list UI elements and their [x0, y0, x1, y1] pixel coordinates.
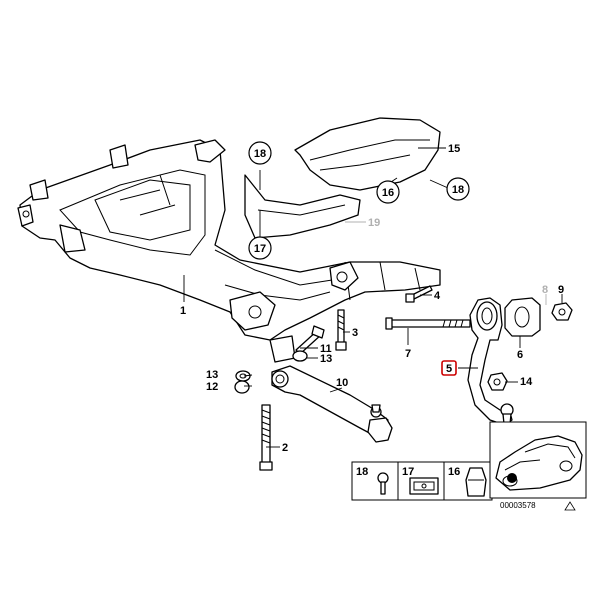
callout-7: 7 [405, 348, 411, 360]
callout-2: 2 [282, 442, 288, 454]
callout-9: 9 [558, 284, 564, 296]
callout-11: 11 [320, 343, 332, 355]
callout-10: 10 [336, 377, 348, 389]
callout-14: 14 [520, 376, 533, 388]
callout-4: 4 [434, 290, 441, 302]
callout-18b-circle: 18 [446, 177, 470, 201]
diagram-number: 00003578 [500, 501, 536, 510]
callout-5: 5 [446, 363, 452, 375]
callout-17-circle: 17 [248, 236, 272, 260]
callout-15: 15 [448, 143, 460, 155]
lower-control-arm [271, 365, 393, 443]
legend-17: 17 [402, 466, 439, 495]
callout-18a-circle: 18 [248, 141, 272, 165]
washer-12 [234, 380, 250, 394]
callout-8: 8 [542, 284, 548, 296]
warning-triangle-icon [564, 501, 576, 511]
legend-17-label: 17 [402, 466, 414, 478]
legend-16-label: 16 [448, 466, 460, 478]
control-arm-5 [467, 297, 514, 426]
callout-13-center: 13 [320, 353, 332, 365]
nut-13-left [235, 370, 251, 382]
nut-14 [487, 372, 508, 391]
callout-13-left: 13 [206, 369, 218, 381]
bolt-2 [259, 404, 273, 471]
callout-16-circle: 16 [376, 180, 400, 204]
subframe [17, 139, 441, 363]
callout-18-top: 18 [254, 148, 266, 160]
nut-9 [551, 302, 573, 321]
callout-18-right: 18 [452, 184, 464, 196]
legend-18: 18 [356, 466, 389, 495]
callout-16: 16 [382, 187, 394, 199]
callout-1: 1 [180, 305, 186, 317]
bolt-7 [385, 317, 471, 330]
bolt-3 [335, 309, 347, 351]
car-locator [489, 421, 587, 499]
callout-12: 12 [206, 381, 218, 393]
bushing-6 [504, 297, 541, 337]
callout-5-box: 5 [441, 360, 457, 376]
callout-19: 19 [368, 217, 380, 229]
callout-6: 6 [517, 349, 523, 361]
callout-labels: 1 2 3 4 5 6 7 8 9 10 11 12 13 13 14 15 1… [180, 141, 564, 454]
callout-17: 17 [254, 243, 266, 255]
heat-shield-upper [294, 117, 441, 191]
heat-shield-lower [244, 174, 361, 239]
callout-3: 3 [352, 327, 358, 339]
bolt-4 [405, 285, 433, 303]
nut-13-center [292, 350, 308, 362]
legend-boxes: 18 17 16 [351, 461, 493, 501]
legend-18-label: 18 [356, 466, 368, 478]
legend-16: 16 [448, 466, 487, 497]
leader-lines [183, 147, 563, 448]
